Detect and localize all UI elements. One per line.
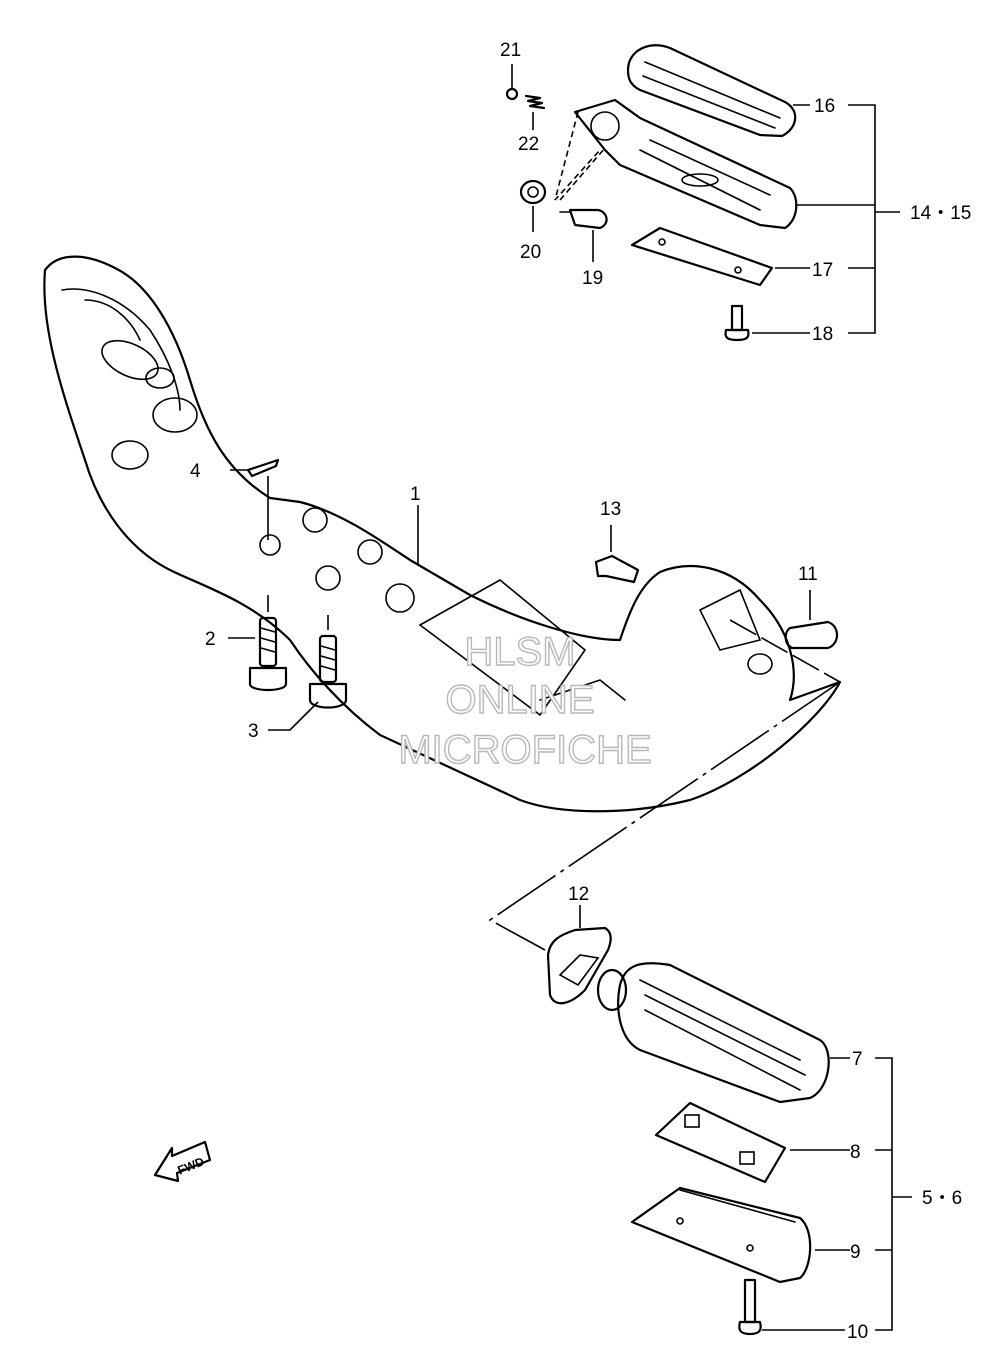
plate-8 [654,1101,850,1184]
plate-12 [546,905,612,1005]
watermark: HLSM ONLINE MICROFICHE [398,629,653,772]
rubber-16 [626,44,810,138]
pin-19 [559,208,608,262]
rubber-9 [630,1186,850,1284]
callout-19: 19 [582,268,603,289]
callout-20: 20 [520,242,541,263]
bushing-11 [784,590,839,650]
callout-2: 2 [205,629,216,650]
screw-10 [738,1278,845,1336]
fwd-arrow-icon: FWD [153,1140,212,1183]
callout-8: 8 [850,1142,861,1163]
callout-5-6: 5・6 [922,1188,962,1209]
callout-14-15: 14・15 [910,203,971,224]
callout-13: 13 [600,499,621,520]
watermark-line-1: HLSM [464,630,575,674]
watermark-line-2: ONLINE [446,678,595,722]
watermark-line-3: MICROFICHE [398,728,651,772]
callout-16: 16 [814,96,835,117]
callout-11: 11 [798,564,818,585]
footrest-14-15 [573,98,875,230]
washer-20 [519,179,547,232]
callout-9: 9 [850,1242,861,1263]
callout-4: 4 [190,461,201,482]
callout-3: 3 [248,721,259,742]
callout-10: 10 [847,1322,868,1343]
callout-22: 22 [518,134,539,155]
ball-21 [505,64,519,101]
plate-17 [630,226,810,287]
bolt-2 [248,595,288,692]
fwd-label: FWD [176,1154,207,1177]
callout-21: 21 [500,40,521,61]
callout-1: 1 [410,484,421,505]
bolt-3 [308,615,348,709]
callout-12: 12 [568,884,589,905]
callout-18: 18 [812,324,833,345]
footrest-7 [596,962,850,1104]
leader-3 [268,701,319,731]
bolt-13 [594,525,640,584]
spring-22 [524,94,546,130]
screw-18 [724,304,810,342]
callout-17: 17 [812,260,833,281]
callout-7: 7 [852,1049,863,1070]
clip-4 [230,458,280,540]
